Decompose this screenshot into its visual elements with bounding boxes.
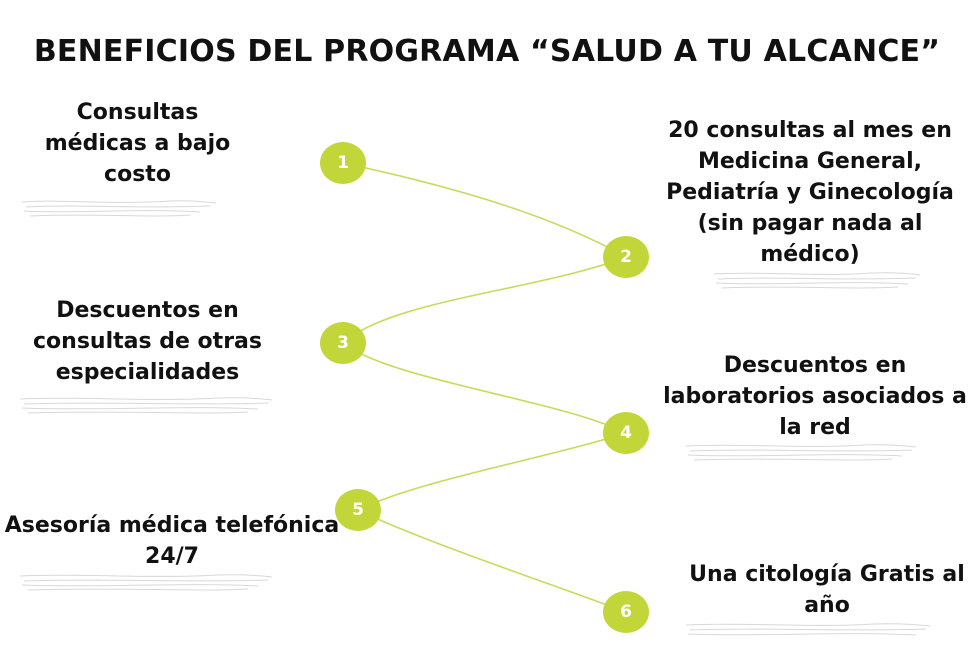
- connector-line: [341, 162, 629, 613]
- scribble-decoration-5: [19, 574, 273, 591]
- step-node-5: 5: [335, 489, 381, 531]
- step-node-6: 6: [603, 591, 649, 633]
- step-label-3: Descuentos en consultas de otras especia…: [33, 298, 262, 385]
- scribble-decoration-1: [21, 200, 217, 217]
- page-title: BENEFICIOS DEL PROGRAMA “SALUD A TU ALCA…: [33, 34, 941, 69]
- scribble-decoration-3: [19, 397, 273, 414]
- step-label-6: Una citología Gratis al año: [689, 562, 965, 618]
- scribble-decoration-6: [685, 623, 931, 636]
- step-label-1: Consultas médicas a bajo costo: [44, 100, 231, 187]
- step-label-2: 20 consultas al mes en Medicina General,…: [666, 118, 954, 267]
- step-node-2: 2: [603, 236, 649, 278]
- step-label-4: Descuentos en laboratorios asociados a l…: [663, 353, 967, 440]
- scribble-decoration-2: [713, 272, 921, 289]
- scribble-decoration-4: [685, 444, 917, 461]
- step-node-3: 3: [320, 322, 366, 364]
- step-node-4: 4: [603, 412, 649, 454]
- step-label-5: Asesoría médica telefónica 24/7: [4, 513, 340, 569]
- step-node-1: 1: [320, 142, 366, 184]
